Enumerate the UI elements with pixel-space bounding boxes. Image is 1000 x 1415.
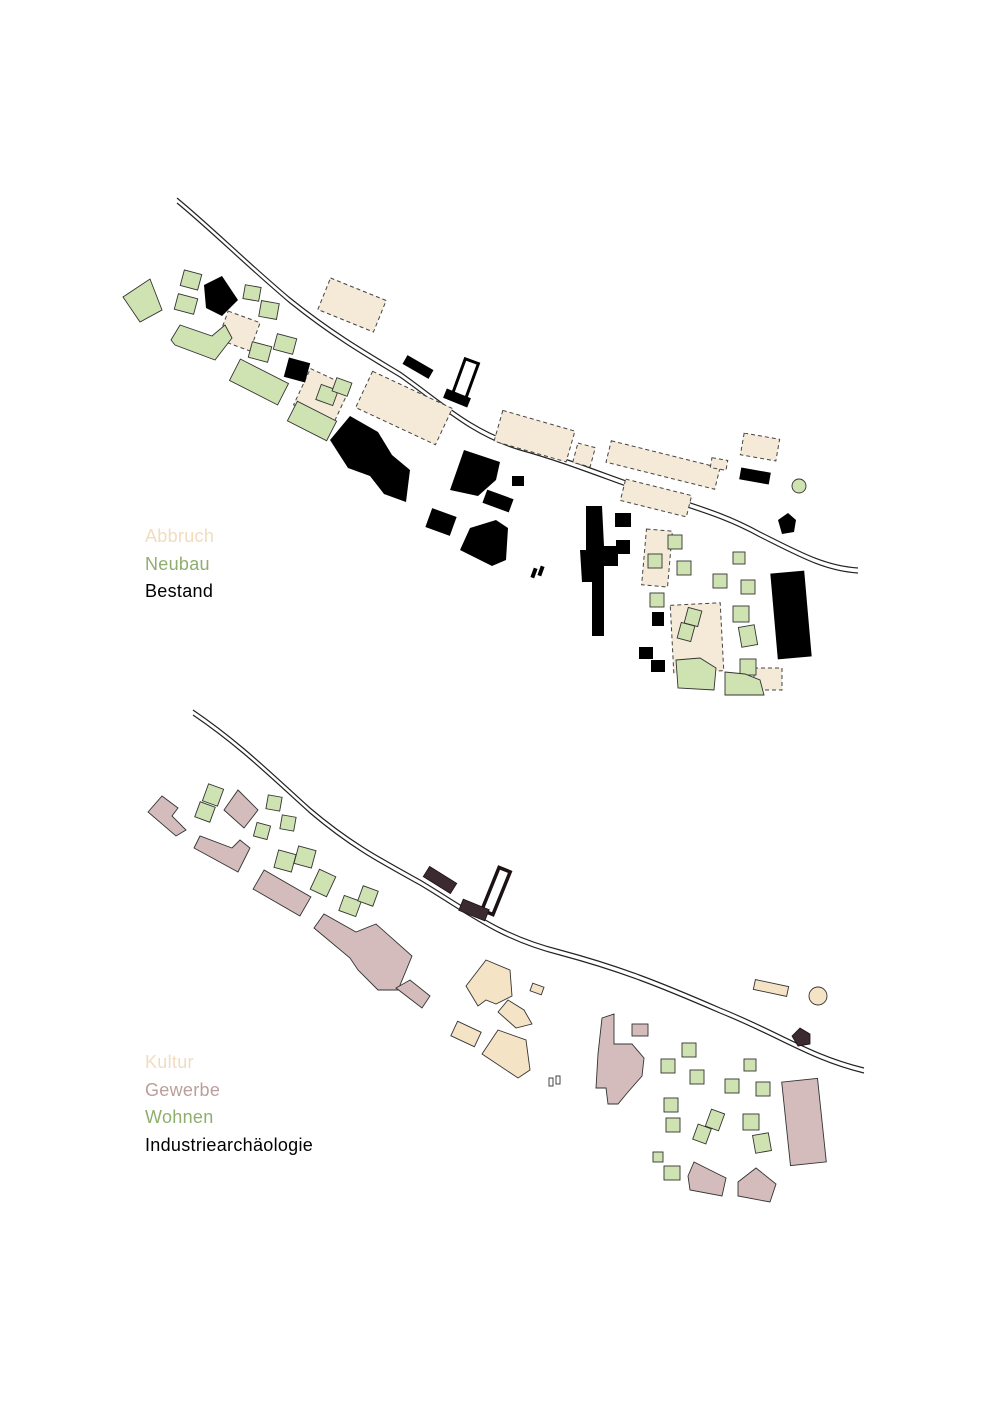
site-plan-nutzung	[147, 709, 865, 1203]
legend-kultur: Kultur	[145, 1052, 194, 1072]
kultur-buildings	[450, 959, 828, 1079]
legend-top: Abbruch Neubau Bestand	[145, 523, 214, 606]
neubau-buildings	[122, 269, 807, 696]
legend-industriearchaeologie: Industriearchäologie	[145, 1134, 314, 1155]
legend-abbruch: Abbruch	[145, 526, 215, 546]
site-plan-abbruch-neubau-bestand	[122, 197, 859, 696]
wohnen-buildings	[194, 783, 772, 1181]
bestand-buildings	[204, 276, 812, 672]
gewerbe-buildings	[147, 789, 827, 1203]
legend-bestand: Bestand	[145, 581, 214, 601]
legend-wohnen: Wohnen	[145, 1107, 214, 1127]
legend-bottom: Kultur Gewerbe Wohnen Industriearchäolog…	[145, 1049, 313, 1159]
small-markers	[548, 1075, 561, 1087]
legend-neubau: Neubau	[145, 553, 210, 574]
abbruch-buildings	[217, 277, 783, 691]
river-lines-bottom	[192, 709, 865, 1074]
legend-gewerbe: Gewerbe	[145, 1079, 221, 1100]
industriearchaeologie-buildings	[422, 865, 811, 1047]
